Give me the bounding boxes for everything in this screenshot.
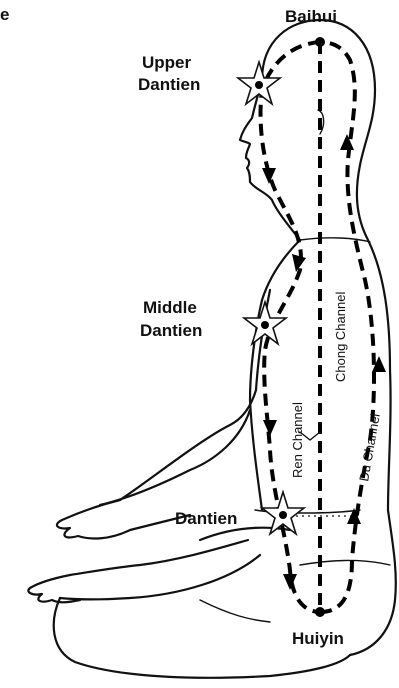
- middle-dantien-label-line2: Dantien: [140, 321, 202, 340]
- lower-forearm: [70, 540, 248, 575]
- head-back-contour: [262, 20, 396, 655]
- du-channel-label: Du Channel: [356, 412, 383, 482]
- thigh-line: [300, 560, 390, 565]
- top-left-fragment: e: [0, 5, 9, 24]
- upper-dantien-star: [238, 62, 280, 104]
- upper-dantien-label-line1: Upper: [142, 53, 192, 72]
- shoulder-line: [300, 238, 370, 242]
- baihui-point: [315, 37, 325, 47]
- arrow-down-ren: [263, 420, 277, 436]
- upper-dantien-label-line2: Dantien: [138, 75, 200, 94]
- huiyin-label: Huiyin: [292, 629, 344, 648]
- upper-hand: [57, 500, 190, 538]
- ren-channel-label: Ren Channel: [290, 402, 305, 478]
- chong-channel-label: Chong Channel: [333, 292, 348, 382]
- huiyin-point: [315, 607, 325, 617]
- lower-dantien-label: Dantien: [175, 509, 237, 528]
- baihui-label: Baihui: [285, 7, 337, 26]
- belly-front: [250, 400, 262, 510]
- forearm-upper: [100, 410, 250, 505]
- leg-fold: [200, 600, 270, 622]
- middle-dantien-label-line1: Middle: [143, 298, 197, 317]
- arrow-down-face: [262, 168, 276, 184]
- face-profile: [240, 80, 300, 240]
